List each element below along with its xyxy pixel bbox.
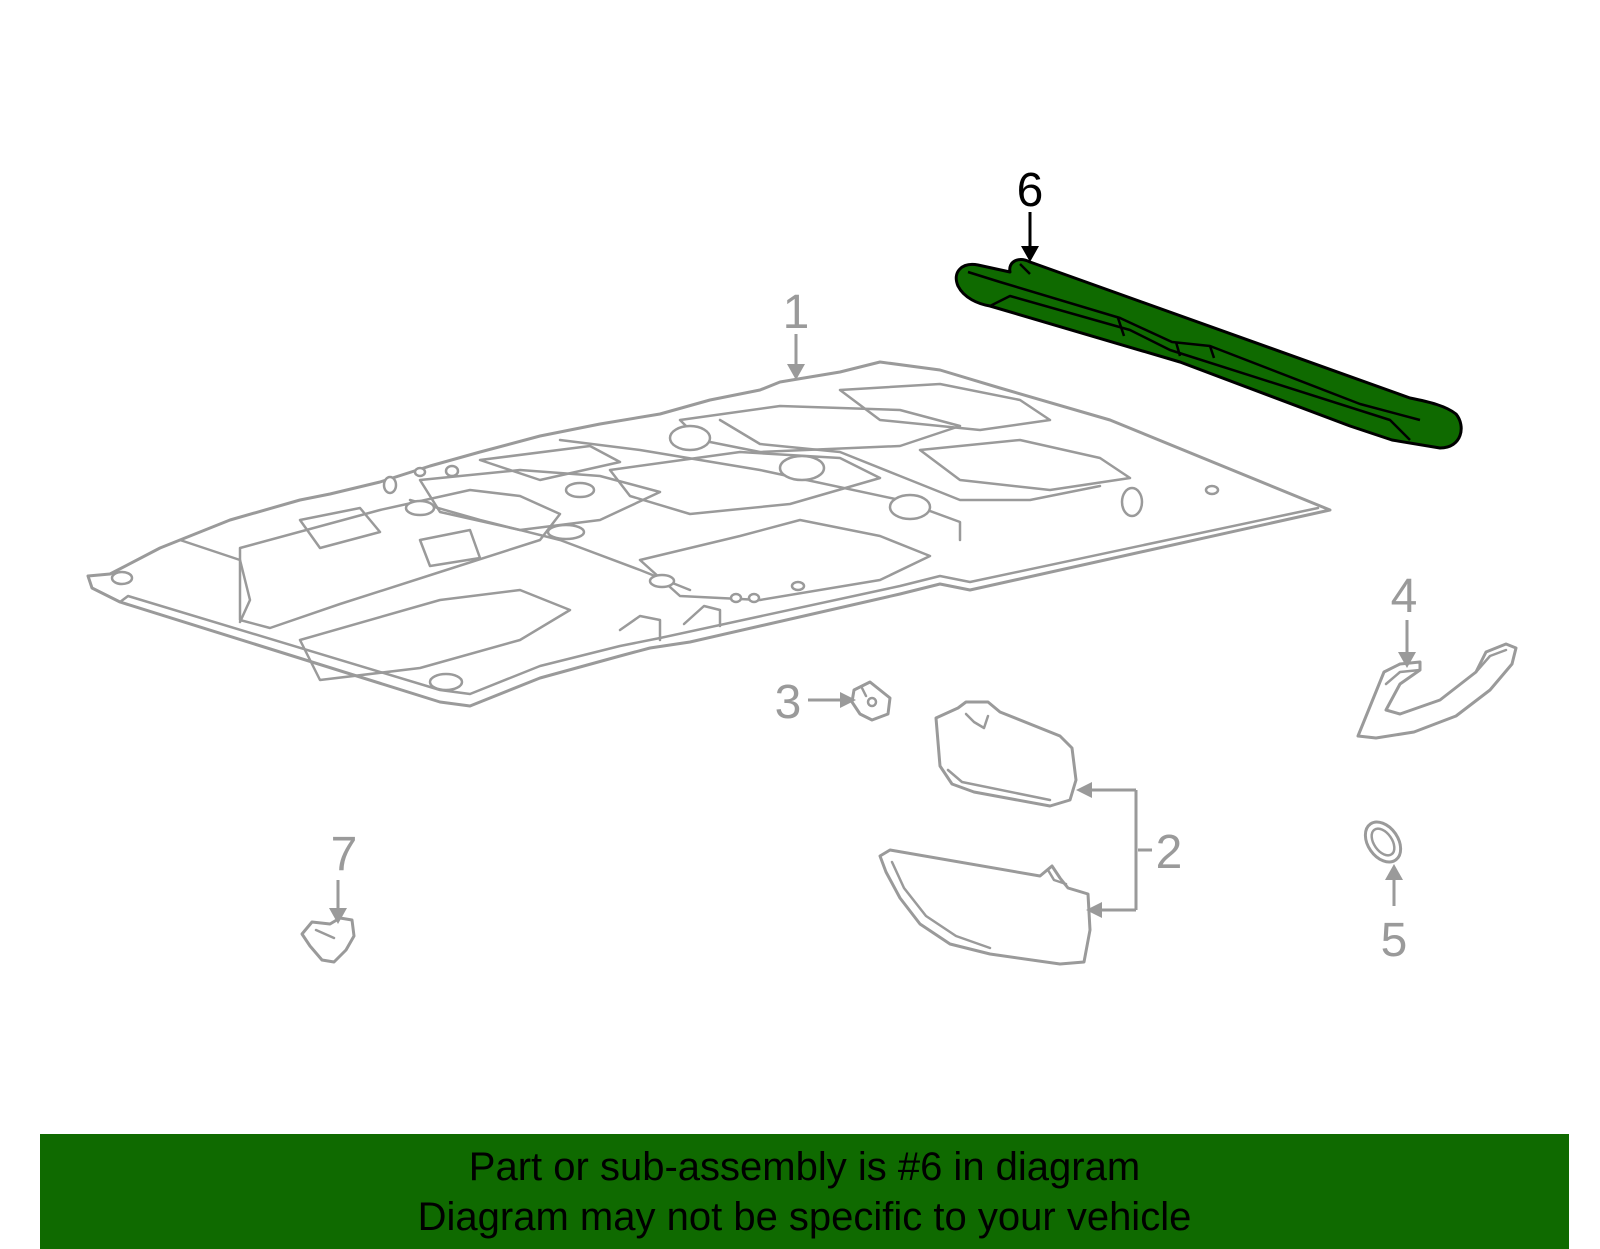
part-2-sunvisor-lower[interactable]: [878, 848, 1092, 966]
parts-diagram: 1 2 3 4 5 6 7: [86, 164, 1518, 967]
leader-line-7: [329, 880, 347, 924]
part-4-grab-handle[interactable]: [1356, 642, 1518, 740]
callout-5: 5: [1381, 914, 1408, 967]
callout-6: 6: [1017, 164, 1044, 217]
callout-3: 3: [775, 676, 802, 729]
banner-line-1: Part or sub-assembly is #6 in diagram: [468, 1144, 1141, 1189]
banner-line-2: Diagram may not be specific to your vehi…: [417, 1194, 1192, 1239]
part-1-headliner[interactable]: [86, 360, 1332, 708]
callout-7: 7: [331, 828, 358, 881]
leader-line-5: [1385, 864, 1403, 906]
part-5-cover[interactable]: [1358, 815, 1408, 868]
leader-line-3: [808, 692, 856, 708]
part-2-sunvisor-upper[interactable]: [934, 700, 1078, 808]
leader-line-4: [1398, 620, 1416, 668]
callout-2: 2: [1156, 826, 1183, 879]
callout-4: 4: [1391, 570, 1418, 623]
callout-1: 1: [783, 286, 810, 339]
info-banner: Part or sub-assembly is #6 in diagram Di…: [40, 1134, 1569, 1249]
leader-line-2: [1076, 782, 1152, 918]
part-6-highlighted-trim[interactable]: [954, 258, 1463, 450]
leader-line-1: [787, 334, 805, 380]
part-3-clip[interactable]: [850, 680, 892, 722]
part-7-bracket[interactable]: [300, 916, 356, 964]
leader-line-6: [1021, 212, 1039, 262]
